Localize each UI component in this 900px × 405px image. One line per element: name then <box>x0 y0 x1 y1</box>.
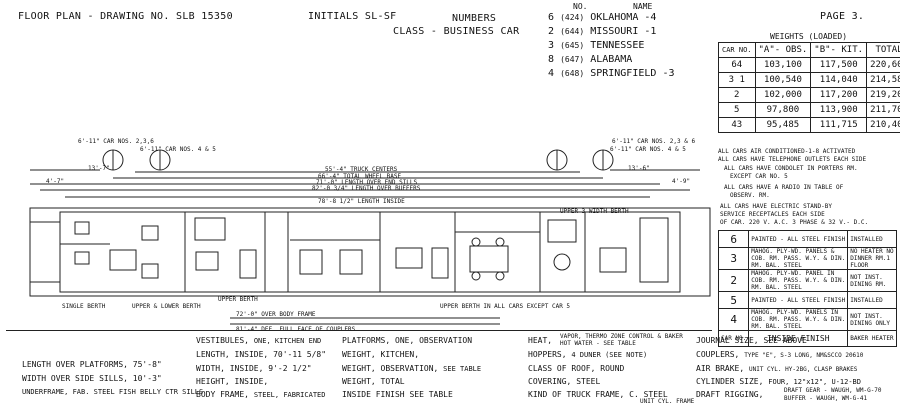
spec-value: BUFFER - WAUGH, WM-G-41 <box>784 395 867 402</box>
spec-row: CLASS OF ROOF, ROUND <box>528 364 624 373</box>
spec-row: COVERING, STEEL <box>528 377 600 386</box>
label-upper-berth: UPPER BERTH IN ALL CARS EXCEPT CAR 5 <box>440 303 570 310</box>
dim-right: 13'-6" <box>628 165 650 172</box>
spec-row: COUPLERS, TYPE "E", S-3 LONG, NM&SCCO 20… <box>696 350 863 359</box>
spec-row: AIR BRAKE, UNIT CYL. HY-2BG, CLASP BRAKE… <box>696 364 857 373</box>
spec-row: WEIGHT, KITCHEN, <box>342 350 419 359</box>
label-single-berth: SINGLE BERTH <box>62 303 105 310</box>
spec-row: LENGTH OVER PLATFORMS, 75'-8" <box>22 360 162 369</box>
spec-value: VAPOR, THERMO ZONE CONTROL & BAKER HOT W… <box>560 333 690 347</box>
spec-row: UNDERFRAME, FAB. STEEL FISH BELLY CTR SI… <box>22 388 203 396</box>
wheel-label-right: 6'-11" CAR NOS. 2,3 & 6 <box>612 138 695 145</box>
spec-row: HEIGHT, INSIDE, <box>196 377 268 386</box>
spec-row: HOPPERS, 4 DUNER (SEE NOTE) <box>528 350 647 359</box>
dim-left: 13'-7" <box>88 165 110 172</box>
spec-row: LENGTH, INSIDE, 70'-11 5/8" <box>196 350 326 359</box>
dim-buffers: 82'-0 3/4" LENGTH OVER BUFFERS <box>312 185 420 192</box>
dim-inside: 78'-8 1/2" LENGTH INSIDE <box>318 198 405 205</box>
spec-row: VESTIBULES, ONE, KITCHEN END <box>196 336 321 345</box>
spec-value: DRAFT GEAR - WAUGH, WM-G-70 <box>784 387 882 394</box>
spec-row: JOURNAL SIZE, SEE ABOVE <box>696 336 807 345</box>
dim-right2: 4'-9" <box>672 178 690 185</box>
label-upper-lower: UPPER & LOWER BERTH <box>132 303 201 310</box>
spec-row: WEIGHT, OBSERVATION, SEE TABLE <box>342 364 481 373</box>
spec-row: BODY FRAME, STEEL, FABRICATED <box>196 390 325 399</box>
label-upper-berth2: UPPER BERTH <box>218 296 258 303</box>
wheel-label-left2: 6'-11" CAR NOS. 4 & 5 <box>140 146 216 153</box>
spec-row: PLATFORMS, ONE, OBSERVATION <box>342 336 472 345</box>
label-upper-inner: UPPER 3 WIDTH BERTH <box>560 208 629 215</box>
spec-row: HEAT, <box>528 336 552 345</box>
spec-row: DRAFT RIGGING, <box>696 390 763 399</box>
wheel-label-right2: 6'-11" CAR NOS. 4 & 5 <box>610 146 686 153</box>
spec-row: INSIDE FINISH SEE TABLE <box>342 390 453 399</box>
spec-row: WIDTH OVER SIDE SILLS, 10'-3" <box>22 374 162 383</box>
dim-left2: 4'-7" <box>46 178 64 185</box>
dim-body-frame: 72'-0" OVER BODY FRAME <box>236 311 315 318</box>
spec-row: CYLINDER SIZE, FOUR, 12"x12", U-12-BD <box>696 377 861 386</box>
wheel-label-left: 6'-11" CAR NOS. 2,3,6 <box>78 138 154 145</box>
dim-truck-centers: 55'-4" TRUCK CENTERS <box>325 166 397 173</box>
spec-divider <box>6 330 712 331</box>
spec-row: WEIGHT, TOTAL <box>342 377 405 386</box>
spec-row: WIDTH, INSIDE, 9'-2 1/2" <box>196 364 312 373</box>
